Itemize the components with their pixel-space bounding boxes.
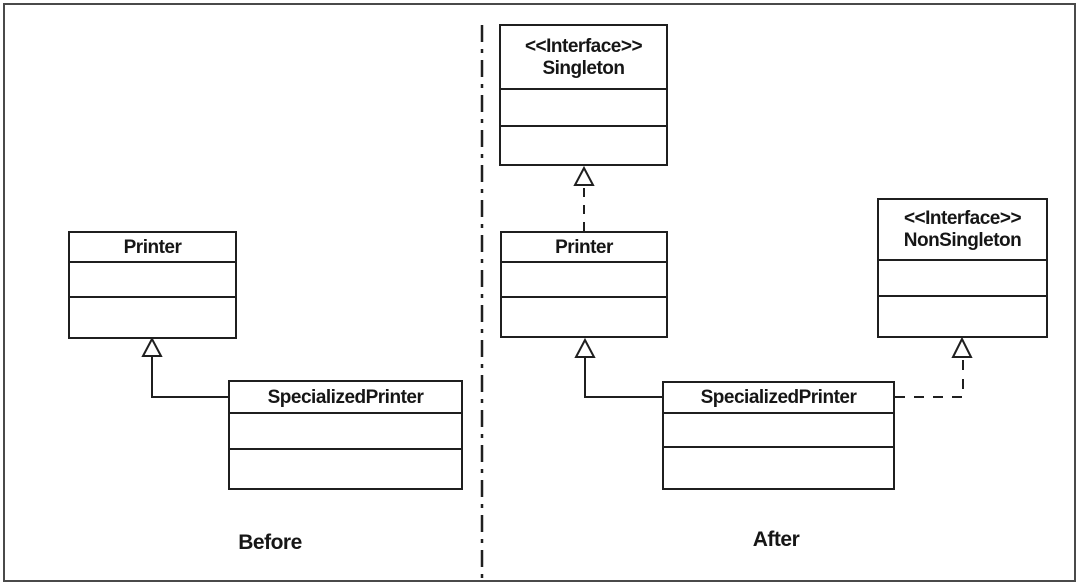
interface-title-singleton: <<Interface>> Singleton [501, 26, 666, 90]
class-box-specializedprinter-after: SpecializedPrinter [662, 381, 895, 490]
class-name-label: Printer [123, 236, 182, 258]
class-name-label: SpecializedPrinter [267, 386, 424, 408]
attributes-compartment [230, 414, 461, 450]
interface-name-label: Singleton [542, 57, 625, 79]
class-name-label: Printer [555, 236, 613, 258]
attributes-compartment [502, 263, 666, 298]
operations-compartment [879, 297, 1046, 336]
class-title-printer-before: Printer [70, 233, 235, 263]
class-title-printer-after: Printer [502, 233, 666, 263]
operations-compartment [502, 298, 666, 336]
interface-stereotype-label: <<Interface>> [524, 35, 643, 57]
interface-name-label: NonSingleton [903, 230, 1022, 251]
attributes-compartment [501, 90, 666, 127]
operations-compartment [70, 298, 235, 337]
before-section-label: Before [238, 531, 302, 554]
class-name-label: SpecializedPrinter [700, 387, 857, 408]
attributes-compartment [879, 261, 1046, 297]
interface-title-nonsingleton: <<Interface>> NonSingleton [879, 200, 1046, 261]
class-box-specializedprinter-before: SpecializedPrinter [228, 380, 463, 490]
class-title-specializedprinter-after: SpecializedPrinter [664, 383, 893, 414]
operations-compartment [501, 127, 666, 164]
interface-stereotype-label: <<Interface>> [903, 208, 1022, 229]
attributes-compartment [70, 263, 235, 298]
interface-box-nonsingleton: <<Interface>> NonSingleton [877, 198, 1048, 338]
after-section-label: After [752, 528, 800, 551]
class-box-printer-after: Printer [500, 231, 668, 338]
operations-compartment [230, 450, 461, 488]
operations-compartment [664, 448, 893, 488]
interface-box-singleton: <<Interface>> Singleton [499, 24, 668, 166]
attributes-compartment [664, 414, 893, 448]
class-box-printer-before: Printer [68, 231, 237, 339]
class-title-specializedprinter-before: SpecializedPrinter [230, 382, 461, 414]
